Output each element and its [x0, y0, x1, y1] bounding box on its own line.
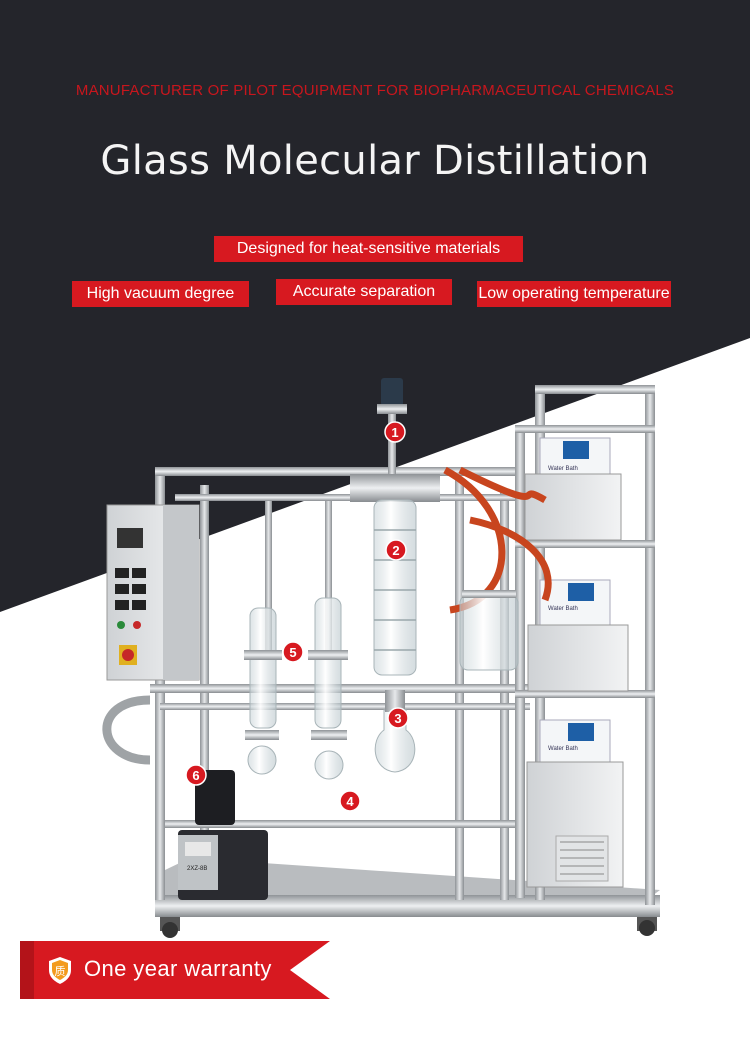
water-bath-top — [524, 437, 622, 541]
svg-text:2: 2 — [392, 543, 399, 558]
warranty-text: One year warranty — [84, 956, 272, 981]
svg-text:5: 5 — [289, 645, 296, 660]
callout-4: 4 — [339, 790, 361, 812]
callout-1: 1 — [384, 421, 406, 443]
pump-model-label: 2XZ-8B — [187, 866, 207, 872]
page-title: Glass Molecular Distillation — [100, 138, 650, 184]
vacuum-pump — [178, 770, 268, 900]
svg-text:6: 6 — [192, 768, 199, 783]
tagline: MANUFACTURER OF PILOT EQUIPMENT FOR BIOP… — [75, 82, 675, 99]
svg-text:1: 1 — [391, 425, 398, 440]
water-bath-label-2: Water Bath — [548, 606, 578, 612]
chiller-bottom — [526, 719, 624, 888]
warranty-shield-icon: 质 — [49, 957, 71, 984]
warranty-ribbon — [20, 941, 330, 999]
feature-badge-temperature: Low operating temperature — [477, 281, 671, 307]
condensers — [244, 597, 348, 780]
water-bath-label-1: Water Bath — [548, 466, 578, 472]
callout-2: 2 — [385, 539, 407, 561]
water-bath-label-3: Water Bath — [548, 746, 578, 752]
callout-6: 6 — [185, 764, 207, 786]
feature-badge-main: Designed for heat-sensitive materials — [214, 236, 523, 262]
svg-text:4: 4 — [346, 794, 354, 809]
control-cabinet — [106, 504, 200, 681]
feature-badge-separation: Accurate separation — [276, 279, 452, 305]
flex-hose — [102, 695, 151, 765]
svg-text:3: 3 — [394, 711, 401, 726]
receiving-vessel — [459, 590, 519, 671]
water-bath-middle — [527, 579, 629, 692]
callout-5: 5 — [282, 641, 304, 663]
callout-3: 3 — [387, 707, 409, 729]
distillation-column — [350, 378, 440, 773]
svg-text:质: 质 — [55, 965, 66, 978]
feature-badge-vacuum: High vacuum degree — [72, 281, 249, 307]
